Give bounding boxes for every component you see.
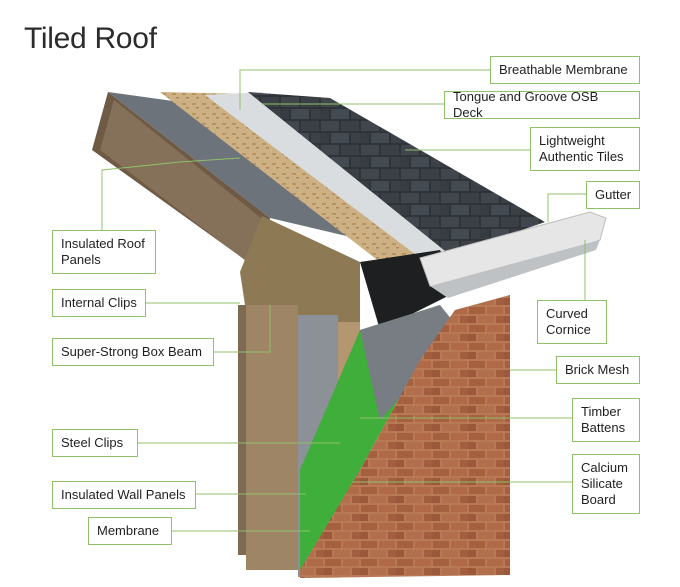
label-membrane: Membrane — [88, 517, 172, 545]
box-beam — [240, 216, 360, 330]
label-calcium-silicate-board: Calcium Silicate Board — [572, 454, 640, 514]
roof-tiles — [248, 92, 545, 255]
wall-stud — [246, 305, 298, 570]
label-brick-mesh: Brick Mesh — [556, 356, 640, 384]
leader-lines — [101, 69, 586, 532]
gutter-shadow — [430, 240, 600, 298]
label-internal-clips: Internal Clips — [52, 289, 146, 317]
wall-stud-outer — [238, 305, 246, 555]
leader-box-beam — [214, 305, 271, 353]
label-insulated-roof-panels: Insulated Roof Panels — [52, 230, 156, 274]
grey-board — [360, 305, 460, 420]
label-gutter: Gutter — [586, 181, 640, 209]
leader-insulated-roof-panels — [101, 157, 241, 230]
leader-gutter — [547, 193, 586, 222]
leader-breathable-membrane — [239, 69, 490, 110]
label-tiles: Lightweight Authentic Tiles — [530, 127, 640, 171]
label-osb-deck: Tongue and Groove OSB Deck — [444, 89, 640, 120]
label-steel-clips: Steel Clips — [52, 429, 138, 457]
label-insulated-wall-panels: Insulated Wall Panels — [52, 481, 196, 509]
roof-gable-face — [100, 100, 266, 270]
label-curved-cornice: Curved Cornice — [537, 300, 607, 344]
label-breathable-membrane: Breathable Membrane — [490, 56, 640, 84]
brick-wall-lower — [300, 470, 510, 578]
label-timber-battens: Timber Battens — [572, 398, 640, 442]
page-title: Tiled Roof — [24, 22, 157, 55]
label-box-beam: Super-Strong Box Beam — [52, 338, 214, 366]
